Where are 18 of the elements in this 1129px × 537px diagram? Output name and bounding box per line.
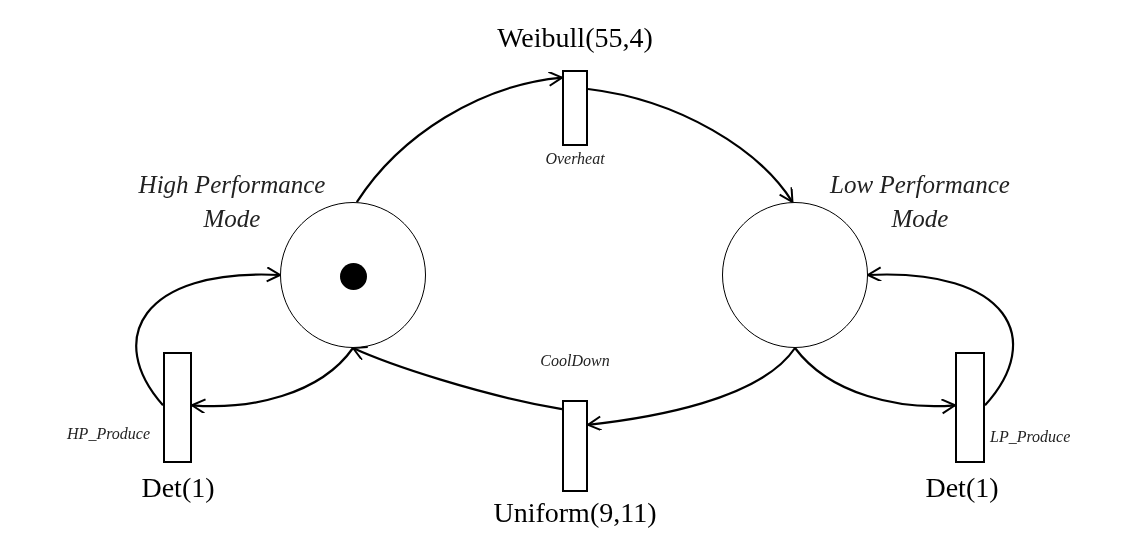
distribution-label: Det(1) [924, 472, 1000, 504]
distribution-label: Uniform(9,11) [492, 497, 658, 529]
transition-label: LP_Produce [990, 428, 1072, 446]
distribution-label: Det(1) [140, 472, 216, 504]
arc-arrow [135, 266, 281, 406]
arc-arrow [587, 87, 794, 204]
arc-arrow [191, 347, 354, 414]
arc-arrow [355, 71, 563, 203]
arc-arrow [587, 347, 796, 432]
transition-label: HP_Produce [66, 425, 150, 443]
transition-label: CoolDown [539, 352, 611, 370]
place-label: High Performance Mode [137, 170, 327, 234]
arc-arrow [352, 345, 563, 411]
transition-label: Overheat [544, 150, 606, 168]
arc-arrow [867, 266, 1014, 406]
place-label: Low Performance Mode [828, 170, 1011, 234]
distribution-label: Weibull(55,4) [496, 22, 654, 54]
arc-arrow [794, 347, 956, 414]
